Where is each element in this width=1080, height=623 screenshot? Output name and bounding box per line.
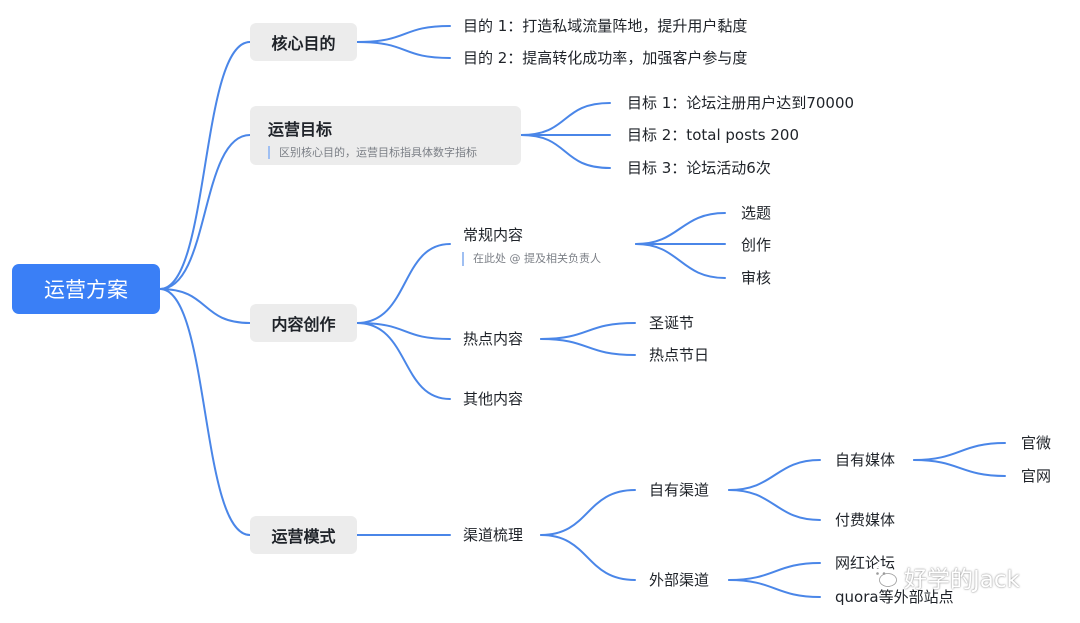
node-content-creation[interactable]: 内容创作 [250,304,357,342]
link-channel-external [540,534,636,581]
leaf-core-2[interactable]: 目的 2：提高转化成功率，加强客户参与度 [463,49,748,67]
link-content-other [356,322,451,400]
link-regular-1 [635,212,726,245]
node-operation-mode[interactable]: 运营模式 [250,516,357,554]
node-other-content[interactable]: 其他内容 [463,390,524,408]
link-own-paid [728,489,821,521]
leaf-regular-2[interactable]: 创作 [741,236,772,254]
node-core-purpose[interactable]: 核心目的 [250,23,357,61]
link-channel-own [540,489,636,536]
node-hot-content[interactable]: 热点内容 [463,330,524,348]
link-goals-1 [520,102,611,136]
leaf-regular-1[interactable]: 选题 [741,204,772,222]
leaf-goal-2[interactable]: 目标 2：total posts 200 [627,126,799,144]
leaf-goal-1[interactable]: 目标 1：论坛注册用户达到70000 [627,94,855,112]
operation-goals-note: 区别核心目的，运营目标指具体数字指标 [268,146,521,159]
node-own-media[interactable]: 自有媒体 [835,451,896,469]
leaf-hot-2[interactable]: 热点节日 [649,346,710,364]
link-hot-1 [540,322,636,340]
link-external-1 [728,562,821,581]
leaf-media-1[interactable]: 官微 [1021,434,1052,452]
link-root-mode [159,288,251,536]
node-external-channels[interactable]: 外部渠道 [649,571,710,589]
node-own-channels[interactable]: 自有渠道 [649,481,710,499]
link-regular-3 [635,243,726,279]
leaf-hot-1[interactable]: 圣诞节 [649,314,695,332]
watermark: 好学的Jack [870,560,1020,594]
regular-content-note: 在此处 @ 提及相关负责人 [462,252,601,266]
node-regular-content[interactable]: 常规内容 [463,226,524,244]
link-own-media [728,459,821,491]
link-root-core [159,41,251,290]
link-external-2 [728,579,821,598]
node-operation-goals-label: 运营目标 [268,120,333,139]
node-channel-sorting[interactable]: 渠道梳理 [463,526,524,544]
root-node[interactable]: 运营方案 [12,264,160,314]
link-core-1 [356,25,451,43]
link-root-content [159,288,251,324]
link-hot-2 [540,338,636,356]
link-content-hot [356,322,451,340]
link-core-2 [356,41,451,59]
leaf-goal-3[interactable]: 目标 3：论坛活动6次 [627,159,771,177]
watermark-text: 好学的Jack [904,567,1020,593]
link-content-regular [356,243,451,324]
leaf-external-2[interactable]: quora等外部站点 [835,588,954,606]
leaf-core-1[interactable]: 目的 1：打造私域流量阵地，提升用户黏度 [463,17,748,35]
link-media-2 [913,459,1006,477]
wechat-icon [870,566,897,587]
link-goals-3 [520,134,611,169]
leaf-paid-media[interactable]: 付费媒体 [835,511,896,529]
node-operation-goals[interactable]: 运营目标 区别核心目的，运营目标指具体数字指标 [250,106,521,165]
leaf-regular-3[interactable]: 审核 [741,269,772,287]
link-media-1 [913,442,1006,461]
leaf-media-2[interactable]: 官网 [1021,467,1052,485]
link-root-goals [159,134,251,290]
